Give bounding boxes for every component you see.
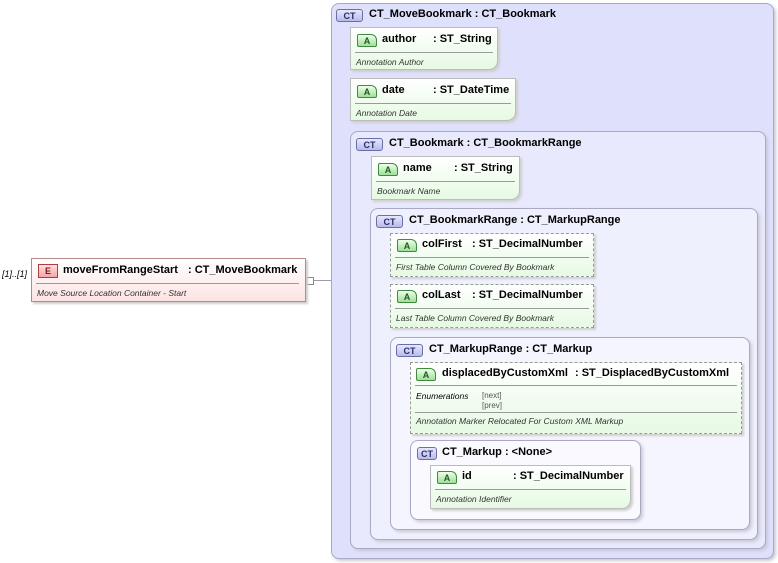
element-cardinality: [1]..[1]	[2, 269, 28, 279]
connector-element-to-type	[306, 280, 342, 281]
complex-type-icon: CT	[376, 215, 403, 228]
attribute-doc: First Table Column Covered By Bookmark	[396, 262, 555, 272]
enum-value-next: [next]	[482, 391, 502, 400]
attribute-separator	[415, 385, 737, 386]
attribute-doc: Annotation Marker Relocated For Custom X…	[416, 416, 624, 426]
attribute-type: : ST_String	[433, 33, 492, 45]
attribute-type: : ST_DecimalNumber	[472, 238, 583, 250]
complex-type-icon: CT	[396, 344, 423, 357]
attribute-icon: A	[416, 368, 436, 381]
attribute-icon: A	[397, 290, 417, 303]
attribute-doc: Annotation Author	[356, 57, 424, 67]
ct-move-bookmark-title: CT_MoveBookmark : CT_Bookmark	[369, 8, 557, 20]
attribute-separator	[355, 52, 493, 53]
attribute-date[interactable]: A date : ST_DateTime Annotation Date	[350, 78, 516, 121]
complex-type-icon: CT	[356, 138, 383, 151]
attribute-colfirst[interactable]: A colFirst : ST_DecimalNumber First Tabl…	[390, 233, 594, 277]
element-name: moveFromRangeStart	[63, 264, 178, 276]
ct-markup-title: CT_Markup : <None>	[442, 446, 553, 458]
attribute-type: : ST_DecimalNumber	[472, 289, 583, 301]
attribute-doc: Bookmark Name	[377, 186, 441, 196]
ct-markup-range-title: CT_MarkupRange : CT_Markup	[429, 343, 593, 355]
attribute-icon: A	[437, 471, 457, 484]
ct-bookmark-title: CT_Bookmark : CT_BookmarkRange	[389, 137, 582, 149]
attribute-id[interactable]: A id : ST_DecimalNumber Annotation Ident…	[430, 465, 631, 509]
attribute-icon: A	[378, 163, 398, 176]
collapse-toggle[interactable]	[306, 277, 314, 285]
attribute-icon: A	[357, 34, 377, 47]
element-box-move-from-range-start[interactable]: E moveFromRangeStart : CT_MoveBookmark M…	[31, 258, 306, 302]
attribute-icon: A	[357, 85, 377, 98]
enum-value-prev: [prev]	[482, 401, 503, 410]
attribute-name-attr[interactable]: A name : ST_String Bookmark Name	[371, 156, 520, 200]
ct-bookmark-range-title: CT_BookmarkRange : CT_MarkupRange	[409, 214, 621, 226]
attribute-name: displacedByCustomXml	[442, 367, 568, 379]
attribute-name: id	[462, 470, 472, 482]
attribute-separator	[376, 181, 515, 182]
element-badge-icon: E	[38, 264, 58, 278]
enumerations-label: Enumerations	[416, 391, 469, 401]
attribute-displaced-by-custom-xml[interactable]: A displacedByCustomXml : ST_DisplacedByC…	[410, 362, 742, 434]
attribute-name: colFirst	[422, 238, 462, 250]
attribute-separator	[415, 412, 737, 413]
attribute-name: author	[382, 33, 417, 45]
attribute-type: : ST_DecimalNumber	[513, 470, 624, 482]
attribute-icon: A	[397, 239, 417, 252]
attribute-separator	[395, 308, 589, 309]
attribute-name: date	[382, 84, 405, 96]
attribute-type: : ST_String	[454, 162, 513, 174]
attribute-doc: Annotation Date	[356, 108, 417, 118]
attribute-author[interactable]: A author : ST_String Annotation Author	[350, 27, 498, 70]
attribute-name: colLast	[422, 289, 461, 301]
attribute-separator	[395, 257, 589, 258]
complex-type-icon: CT	[336, 9, 363, 22]
attribute-name: name	[403, 162, 432, 174]
attribute-doc: Annotation Identifier	[436, 494, 512, 504]
attribute-doc: Last Table Column Covered By Bookmark	[396, 313, 554, 323]
attribute-collast[interactable]: A colLast : ST_DecimalNumber Last Table …	[390, 284, 594, 328]
element-type: : CT_MoveBookmark	[188, 264, 298, 276]
attribute-separator	[355, 103, 511, 104]
complex-type-icon: CT	[417, 447, 437, 460]
element-doc: Move Source Location Container - Start	[37, 288, 187, 298]
element-separator	[36, 283, 299, 284]
attribute-type: : ST_DateTime	[433, 84, 510, 96]
attribute-type: : ST_DisplacedByCustomXml	[575, 367, 730, 379]
attribute-separator	[435, 489, 626, 490]
